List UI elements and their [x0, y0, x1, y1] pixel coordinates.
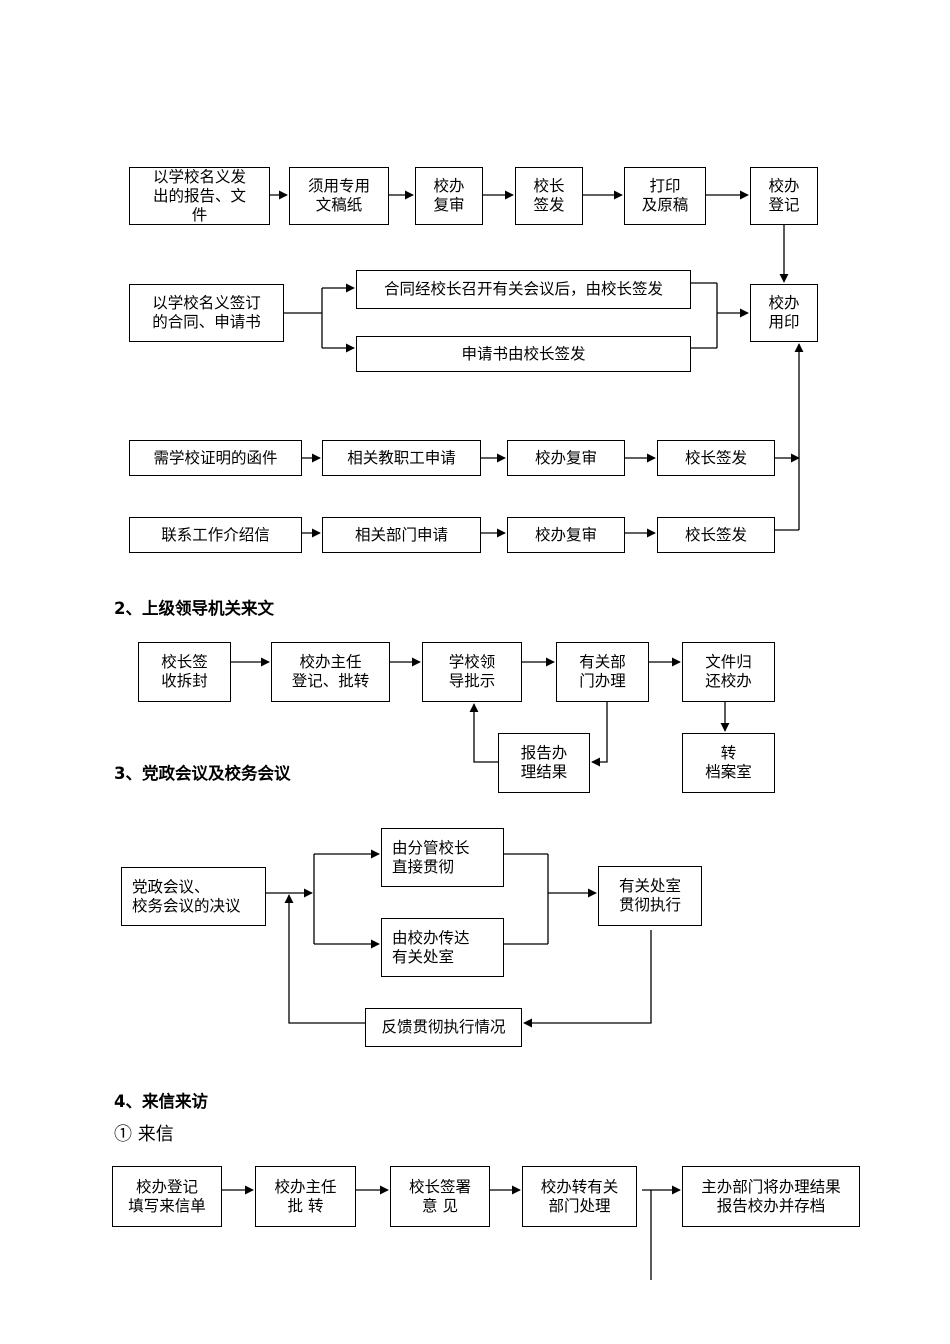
s2-box-4: 有关部 门办理	[556, 642, 649, 702]
s1-row3-box-2: 相关教职工申请	[322, 440, 481, 476]
s4-box-4: 校办转有关 部门处理	[522, 1166, 637, 1227]
s2-report-box: 报告办 理结果	[498, 733, 590, 793]
s3-branch-b: 由校办传达 有关处室	[381, 918, 504, 977]
arrow-s2-handle-to-report	[591, 702, 608, 767]
s2-archive-box: 转 档案室	[682, 733, 775, 793]
section3-heading: 3、党政会议及校务会议	[114, 764, 291, 783]
s4-box-1: 校办登记 填写来信单	[112, 1166, 222, 1227]
s3-feedback: 反馈贯彻执行情况	[365, 1008, 522, 1047]
s1-row3-box-4: 校长签发	[657, 440, 775, 476]
s1-row1-box-5: 打印 及原稿	[624, 167, 706, 225]
s4-box-3: 校长签署 意 见	[390, 1166, 490, 1227]
s2-box-5: 文件归 还校办	[682, 642, 775, 702]
s1-row1-box-2: 须用专用 文稿纸	[289, 167, 389, 225]
s4-box-5: 主办部门将办理结果 报告校办并存档	[682, 1166, 860, 1227]
section2-heading: 2、上级领导机关来文	[114, 599, 274, 618]
s2-box-1: 校长签 收拆封	[138, 642, 231, 702]
s1-row4-box-2: 相关部门申请	[322, 517, 481, 553]
s2-box-3: 学校领 导批示	[422, 642, 522, 702]
s1-row1-box-6: 校办 登记	[750, 167, 818, 225]
s1-row2-source: 以学校名义签订 的合同、申请书	[129, 284, 284, 342]
s1-row3-box-3: 校办复审	[507, 440, 625, 476]
s1-row1-box-4: 校长 签发	[515, 167, 583, 225]
s1-row4-box-3: 校办复审	[507, 517, 625, 553]
s3-branch-a: 由分管校长 直接贯彻	[381, 828, 504, 887]
s1-row2-target: 校办 用印	[750, 284, 818, 342]
section4-subheading: ① 来信	[114, 1124, 174, 1145]
s2-box-2: 校办主任 登记、批转	[271, 642, 390, 702]
s1-row2-branch-b: 申请书由校长签发	[356, 336, 691, 372]
s4-box-2: 校办主任 批 转	[255, 1166, 356, 1227]
arrow-s3-to-feedback	[523, 930, 652, 1028]
section4-heading: 4、来信来访	[114, 1092, 208, 1111]
s1-row4-box-4: 校长签发	[657, 517, 775, 553]
s1-row1-box-3: 校办 复审	[415, 167, 483, 225]
s3-target: 有关处室 贯彻执行	[598, 866, 702, 926]
s1-row2-branch-a: 合同经校长召开有关会议后，由校长签发	[356, 270, 691, 309]
arrow-s2-report-to-leader	[469, 703, 498, 763]
s1-row4-box-1: 联系工作介绍信	[129, 517, 302, 553]
s1-row1-box-1: 以学校名义发 出的报告、文 件	[129, 167, 270, 225]
s3-source: 党政会议、 校务会议的决议	[121, 867, 266, 926]
arrow-s3-feedback-loop	[284, 894, 365, 1024]
s1-row3-box-1: 需学校证明的函件	[129, 440, 302, 476]
